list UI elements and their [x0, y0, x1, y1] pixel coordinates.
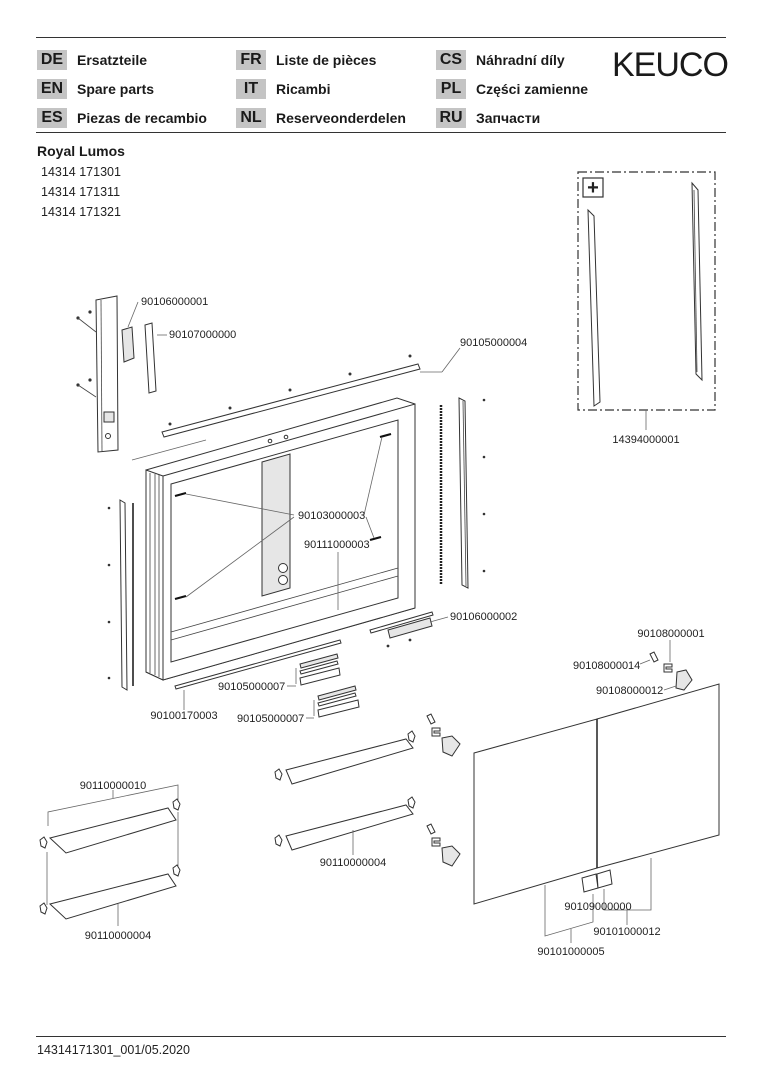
part-number-strip-set-b: 90105000007	[237, 713, 304, 725]
article-number: 14314 171301	[41, 165, 121, 179]
lang-code: RU	[436, 108, 466, 128]
handle-left	[587, 208, 601, 407]
door-handle	[581, 873, 599, 893]
lang-code: FR	[236, 50, 266, 70]
part-number-hinge-pad: 90108000014	[573, 660, 640, 672]
right-profile-group: 90105000004	[420, 337, 527, 589]
bottom-strip-group: 90100170003	[150, 639, 342, 722]
hinge-pad	[649, 651, 659, 663]
option-handles-group: + 14394000001	[577, 171, 716, 446]
lang-label: Ersatzteile	[77, 52, 148, 68]
left-side-cover	[119, 499, 128, 691]
lang-label: Náhradní díly	[476, 52, 565, 68]
part-number-hinge: 90108000001	[637, 628, 704, 640]
bottom-light-bar-group: 90106000002	[369, 611, 517, 648]
lang-code: IT	[236, 79, 266, 99]
hinge-group: 90108000001 90108000014 90108000012	[573, 628, 705, 697]
shelf-upper-left	[48, 807, 177, 854]
part-number-door-left: 90101000005	[537, 946, 604, 958]
lang-row-fr: FR Liste de pièces	[236, 50, 376, 70]
lang-code: NL	[236, 108, 266, 128]
lang-code: CS	[436, 50, 466, 70]
part-number-mirror-clips: 90103000003	[298, 510, 365, 522]
shelf-lower-middle	[285, 804, 414, 851]
hinge-cup	[675, 669, 693, 691]
part-number-shelf-middle: 90110000004	[320, 857, 386, 869]
right-side-profile	[458, 397, 469, 589]
bottom-strip	[174, 639, 342, 690]
keuco-logo: KEUCO	[612, 46, 729, 84]
header-top-rule	[36, 37, 726, 38]
article-number: 14314 171321	[41, 205, 121, 219]
connector-block	[103, 411, 115, 423]
lang-label: Ricambi	[276, 81, 331, 97]
lang-row-ru: RU Запчасти	[436, 108, 540, 128]
left-profile-group	[107, 439, 207, 691]
part-number-light-cover: 90107000000	[169, 329, 236, 341]
part-number-profile-strip-right: 90105000004	[460, 337, 527, 349]
part-number-light-module: 90106000001	[141, 296, 208, 308]
lang-label: Spare parts	[77, 81, 155, 97]
plus-icon-box	[582, 177, 604, 198]
header-bottom-rule	[36, 132, 726, 133]
lang-label: Reserveonderdelen	[276, 110, 406, 126]
strip-sets-group: 90105000007 90105000007	[218, 653, 360, 725]
light-module-group: 90106000001 90107000000	[76, 295, 236, 453]
side-light-panel	[95, 295, 119, 453]
door-left	[473, 718, 598, 905]
part-number-door-handle: 90109000000	[564, 901, 631, 913]
shelf-upper-middle	[285, 738, 414, 785]
part-number-inner-panel: 90111000003	[304, 539, 370, 551]
light-bar	[387, 617, 433, 639]
part-number-door-right: 90101000012	[593, 926, 660, 938]
door-right	[596, 683, 720, 869]
lang-label: Piezas de recambio	[77, 110, 207, 126]
cabinet-body: 90103000003 90111000003	[145, 397, 416, 681]
lang-row-nl: NL Reserveonderdelen	[236, 108, 406, 128]
part-number-shelf-set: 90110000010	[80, 780, 146, 792]
lang-code: ES	[37, 108, 67, 128]
lang-code: EN	[37, 79, 67, 99]
lang-row-en: EN Spare parts	[37, 79, 154, 99]
hinge	[663, 663, 673, 673]
lang-label: Części zamienne	[476, 81, 589, 97]
top-strip-group	[161, 354, 421, 438]
part-number-strip-set-a: 90105000007	[218, 681, 285, 693]
lang-code: PL	[436, 79, 466, 99]
lang-row-de: DE Ersatzteile	[37, 50, 147, 70]
document-id: 14314171301_001/05.2020	[37, 1043, 190, 1057]
center-column	[261, 453, 291, 597]
article-number: 14314 171311	[41, 185, 121, 199]
lang-code: DE	[37, 50, 67, 70]
product-title: Royal Lumos	[37, 143, 125, 159]
middle-shelves-group: 90110000004	[274, 730, 416, 869]
plus-icon: +	[587, 177, 599, 199]
top-cover-strip	[161, 363, 421, 438]
lang-row-it: IT Ricambi	[236, 79, 330, 99]
lang-row-pl: PL Części zamienne	[436, 79, 588, 99]
part-number-light-bar-bottom: 90106000002	[450, 611, 517, 623]
part-number-option-handles: 14394000001	[612, 434, 679, 446]
light-module	[121, 326, 135, 363]
part-number-shelf-left: 90110000004	[85, 930, 151, 942]
option-box-border	[577, 171, 716, 411]
footer-rule	[36, 1036, 726, 1037]
light-cover	[144, 322, 157, 394]
part-number-bottom-strip: 90100170003	[150, 710, 217, 722]
doors-group: 90101000005 90101000012 90109000000	[473, 683, 720, 958]
shelf-set-group: 90110000010 90110000004	[39, 780, 181, 942]
lang-label: Liste de pièces	[276, 52, 377, 68]
shelf-lower-left	[48, 873, 177, 920]
lang-row-es: ES Piezas de recambio	[37, 108, 207, 128]
lang-row-cs: CS Náhradní díly	[436, 50, 565, 70]
part-number-hinge-cup: 90108000012	[596, 685, 663, 697]
lang-label: Запчасти	[476, 110, 541, 126]
middle-hinges-group	[426, 713, 461, 867]
